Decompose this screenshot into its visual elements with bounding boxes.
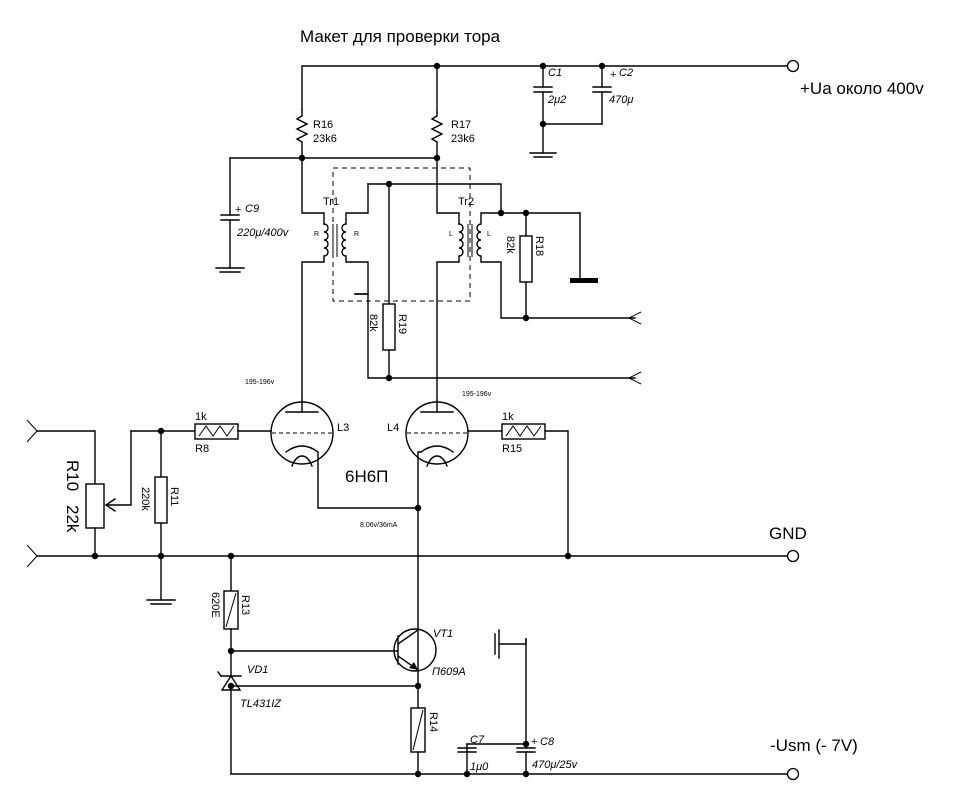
r19-value: 82k [367, 314, 379, 332]
transistor-vt1: VT1 П609А [393, 628, 466, 678]
potentiometer-r10: R10 22k [63, 430, 132, 557]
c2-ref: C2 [619, 67, 633, 79]
l4-anode-voltage: 195-196v [462, 391, 492, 398]
c2-value: 470μ [609, 94, 633, 106]
resistor-r16: R16 23k6 [295, 109, 337, 159]
c1-ref: C1 [548, 67, 562, 79]
ground-symbol [529, 120, 557, 158]
r16-ref: R16 [313, 119, 333, 131]
capacitor-c9: + C9 220μ/400v [215, 203, 290, 273]
r10-ref: R10 [63, 460, 82, 491]
r15-ref: R15 [502, 443, 522, 455]
c2-plus: + [610, 69, 616, 81]
r11-ref: R11 [168, 487, 180, 506]
gnd-rail-label: GND [769, 524, 807, 543]
c9-ref: C9 [245, 203, 259, 215]
tr1-ref: Tr1 [323, 196, 339, 208]
usm-rail-label: -Usm (- 7V) [770, 736, 858, 755]
c9-plus: + [235, 204, 241, 216]
capacitor-c7: C7 1μ0 [457, 734, 527, 775]
r8-ref: R8 [195, 443, 209, 455]
resistor-r11: R11 220k [139, 427, 180, 557]
r8-value: 1k [195, 411, 207, 423]
c9-value: 220μ/400v [236, 227, 290, 239]
resistor-r13: R13 620E [209, 555, 251, 652]
tr1-pin-right: R [354, 231, 359, 238]
ua-rail-label: +Ua около 400v [800, 79, 924, 98]
output-arrow-bottom [627, 371, 642, 385]
cathode-annotation: 8.06v/36mA [360, 522, 398, 529]
r17-value: 23k6 [451, 133, 475, 145]
r10-value: 22k [63, 505, 82, 533]
usm-rail [230, 767, 800, 781]
tr2-pin-left: L [449, 231, 453, 238]
l4-ref: L4 [387, 422, 399, 434]
ground-symbol-vertical [494, 629, 527, 659]
r17-ref: R17 [451, 119, 471, 131]
r13-value: 620E [209, 592, 221, 618]
r18-ref: R18 [533, 236, 545, 256]
tube-type-label: 6Н6П [345, 467, 388, 486]
c1-value: 2μ2 [547, 94, 566, 106]
ua-terminal [786, 59, 800, 73]
capacitor-c8: + C8 470μ/25v [516, 638, 579, 775]
r13-ref: R13 [239, 595, 251, 615]
tr2-ref: Tr2 [458, 196, 474, 208]
tr2-pin-right: L [487, 231, 491, 238]
c8-value: 470μ/25v [532, 759, 579, 771]
r16-value: 23k6 [313, 133, 337, 145]
l3-anode-voltage: 195-196v [245, 379, 275, 386]
output-arrow-top [627, 311, 642, 325]
r19-ref: R19 [396, 314, 408, 334]
capacitor-c1: C1 2μ2 [533, 65, 566, 125]
gnd-terminal [786, 549, 800, 563]
vt1-ref: VT1 [433, 628, 453, 640]
shunt-regulator-vd1: VD1 TL431IZ [217, 650, 419, 775]
tube-l4: L4 195-196v [387, 391, 492, 687]
vd1-ref: VD1 [247, 664, 268, 676]
r11-value: 220k [139, 487, 151, 511]
resistor-r19: R19 82k [367, 303, 408, 379]
r15-value: 1k [502, 411, 514, 423]
capacitor-c2: + C2 470μ [542, 65, 633, 125]
input-terminal [26, 419, 96, 568]
transformer-tr1: Tr1 R R [301, 157, 369, 401]
c8-plus: + [531, 736, 537, 748]
resistor-r14: R14 [410, 685, 439, 775]
secondary-wiring [354, 180, 636, 382]
transformer-tr2: Tr2 L L [436, 157, 636, 401]
c7-ref: C7 [470, 734, 485, 746]
resistor-r15: 1k R15 [467, 411, 569, 557]
diagram-title: Макет для проверки тора [300, 27, 501, 46]
tube-l3: L3 195-196v [245, 379, 419, 509]
resistor-r18: R18 82k [504, 212, 545, 319]
resistor-r8: 1k R8 [130, 411, 272, 455]
c8-ref: C8 [540, 736, 555, 748]
resistor-r17: R17 23k6 [430, 111, 475, 159]
usm-terminal [786, 767, 800, 781]
r18-value: 82k [504, 236, 516, 254]
vd1-value: TL431IZ [240, 698, 282, 710]
tr1-pin-left: R [314, 231, 319, 238]
vt1-value: П609А [432, 666, 466, 678]
r14-ref: R14 [427, 712, 439, 732]
l3-ref: L3 [337, 422, 349, 434]
c7-value: 1μ0 [470, 761, 489, 773]
shield-ground-bar [570, 278, 598, 283]
